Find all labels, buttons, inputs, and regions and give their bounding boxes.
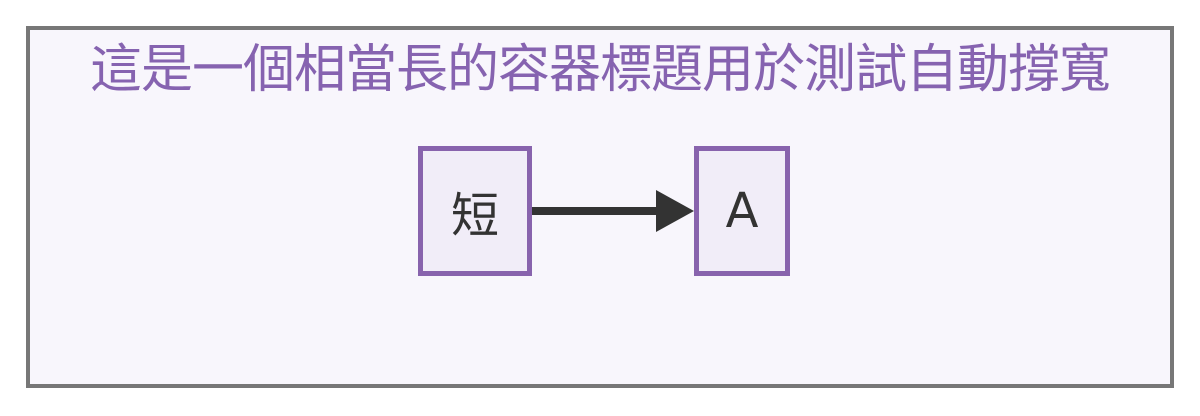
container-group[interactable]: 這是一個相當長的容器標題用於測試自動撐寬 短 A bbox=[26, 26, 1174, 388]
container-title: 這是一個相當長的容器標題用於測試自動撐寬 bbox=[89, 40, 1111, 100]
node-a[interactable]: A bbox=[694, 146, 790, 276]
arrowhead-icon bbox=[656, 190, 694, 232]
edge-short-to-a bbox=[532, 190, 694, 232]
node-a-label: A bbox=[725, 183, 759, 239]
node-short-label: 短 bbox=[450, 188, 499, 244]
node-short[interactable]: 短 bbox=[418, 146, 532, 276]
